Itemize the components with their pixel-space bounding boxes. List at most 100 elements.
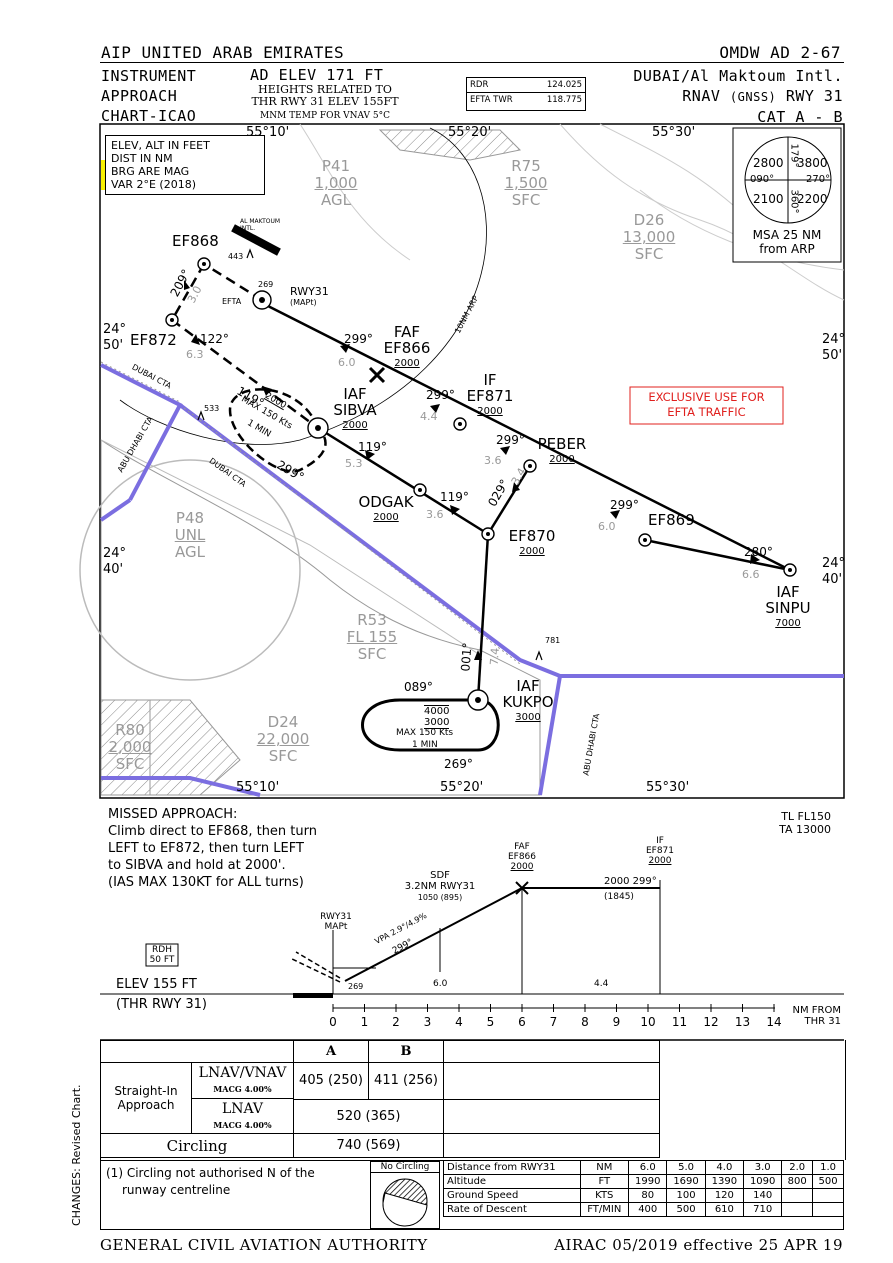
fix-alt: 2000: [549, 454, 575, 465]
lat-deg: 24°: [103, 322, 127, 337]
hold-time: 1 MIN: [412, 740, 438, 750]
scale-label: 8: [581, 1015, 589, 1029]
msa-axes: [745, 137, 831, 223]
profile-runway: [293, 993, 333, 998]
hold-min-alt: 3000: [424, 717, 450, 729]
fix-name: EF871: [466, 387, 514, 405]
profile-faf-alt: 2000: [510, 862, 534, 872]
fix-type: FAF: [393, 323, 421, 341]
rwy-label: RWY31: [290, 285, 329, 298]
chart-type-line: CHART-ICAO: [101, 107, 197, 125]
leg-dist: 3.6: [484, 454, 502, 467]
fix-name: SIBVA: [333, 401, 377, 419]
track-arrows: [184, 280, 760, 660]
rod-cell: 120: [704, 1188, 745, 1203]
lon-label: 55°10': [246, 125, 290, 140]
seg-alt: 2000 299°: [604, 876, 657, 887]
hold-inbound: 089°: [404, 680, 433, 694]
leg-dist: 5.3: [345, 457, 363, 470]
missed-climb: [289, 957, 341, 983]
airspace-value: UNL: [174, 526, 206, 544]
header-rule: [100, 62, 844, 63]
minima-row-circling: Circling 740 (569): [100, 1133, 660, 1158]
minima-cell: [443, 1133, 660, 1158]
nm-from-line: THR 31: [804, 1016, 841, 1027]
profile-thr-rwy: (THR RWY 31): [116, 997, 207, 1012]
rod-cell: 2.0: [781, 1160, 814, 1175]
rod-cell: Ground Speed: [443, 1188, 581, 1203]
fix-type: IAF: [516, 677, 540, 695]
cta-edges: [100, 361, 521, 665]
no-circling-box: No Circling: [370, 1161, 440, 1229]
sdf-alt: 1050 (895): [417, 893, 463, 902]
rod-cell: [781, 1188, 814, 1203]
airspace-value: 13,000: [622, 228, 676, 246]
faf-symbol: [368, 366, 386, 384]
mapt-label: MAPt: [324, 922, 348, 932]
rod-cell: 100: [666, 1188, 706, 1203]
straight-in-line: Straight-In: [114, 1084, 178, 1098]
rod-cell: 1.0: [812, 1160, 844, 1175]
missed-line: LEFT to EF872, then turn LEFT: [108, 841, 304, 856]
airspace-value: 22,000: [256, 730, 310, 748]
airspace-value: 1,500: [504, 174, 548, 192]
scale-label: 6: [518, 1015, 526, 1029]
minima-col-a: A: [293, 1040, 369, 1063]
rod-cell: 80: [628, 1188, 668, 1203]
rod-cell: 1690: [666, 1174, 706, 1189]
leg-dist: 4.4: [420, 410, 438, 423]
leg-brg: 299°: [344, 332, 373, 346]
rod-cell: 610: [704, 1202, 745, 1217]
airspace-ref: SFC: [357, 645, 387, 663]
lat-min: 40': [822, 572, 843, 587]
lon-label: 55°20': [448, 125, 492, 140]
airspace-ref: SFC: [268, 747, 298, 765]
lat-label: 24°40': [822, 556, 845, 588]
info-box: ELEV, ALT IN FEET DIST IN NM BRG ARE MAG…: [105, 135, 265, 195]
r53-edge: [100, 439, 481, 656]
hold-max-alt: 4000: [424, 705, 450, 717]
missed-tracks: [170, 262, 319, 430]
fix-type: IF: [483, 371, 497, 389]
rod-cell: [812, 1202, 844, 1217]
profile-thr: 269: [348, 982, 364, 991]
fix-name: EF870: [508, 527, 556, 545]
airspace-name: P41: [321, 157, 351, 175]
obstacles: [197, 248, 543, 661]
leg-brg: 299°: [610, 498, 639, 512]
rod-cell: FT: [579, 1174, 630, 1189]
fix-name: SINPU: [765, 599, 811, 617]
airspace-name: R80: [115, 721, 145, 739]
airspace-ref: SFC: [115, 755, 145, 773]
airspace-ref: AGL: [175, 543, 205, 561]
rod-cell: 5.0: [666, 1160, 706, 1175]
minima-col-b: B: [368, 1040, 444, 1063]
rod-cell: NM: [579, 1160, 630, 1175]
sdf-label: SDF: [430, 870, 450, 881]
rod-cell: [781, 1202, 814, 1217]
heights-line: HEIGHTS RELATED TO: [258, 83, 392, 96]
minima-value: 520 (365): [293, 1098, 444, 1134]
changes-note: CHANGES: Revised Chart.: [70, 1084, 83, 1226]
profile-if-name: EF871: [645, 846, 675, 856]
missed-approach-text: MISSED APPROACH: Climb direct to EF868, …: [108, 806, 317, 891]
exclusive-line: EXCLUSIVE USE FOR: [648, 390, 765, 404]
p48-circle: [79, 459, 301, 681]
no-circling-diagram: [382, 1178, 428, 1227]
